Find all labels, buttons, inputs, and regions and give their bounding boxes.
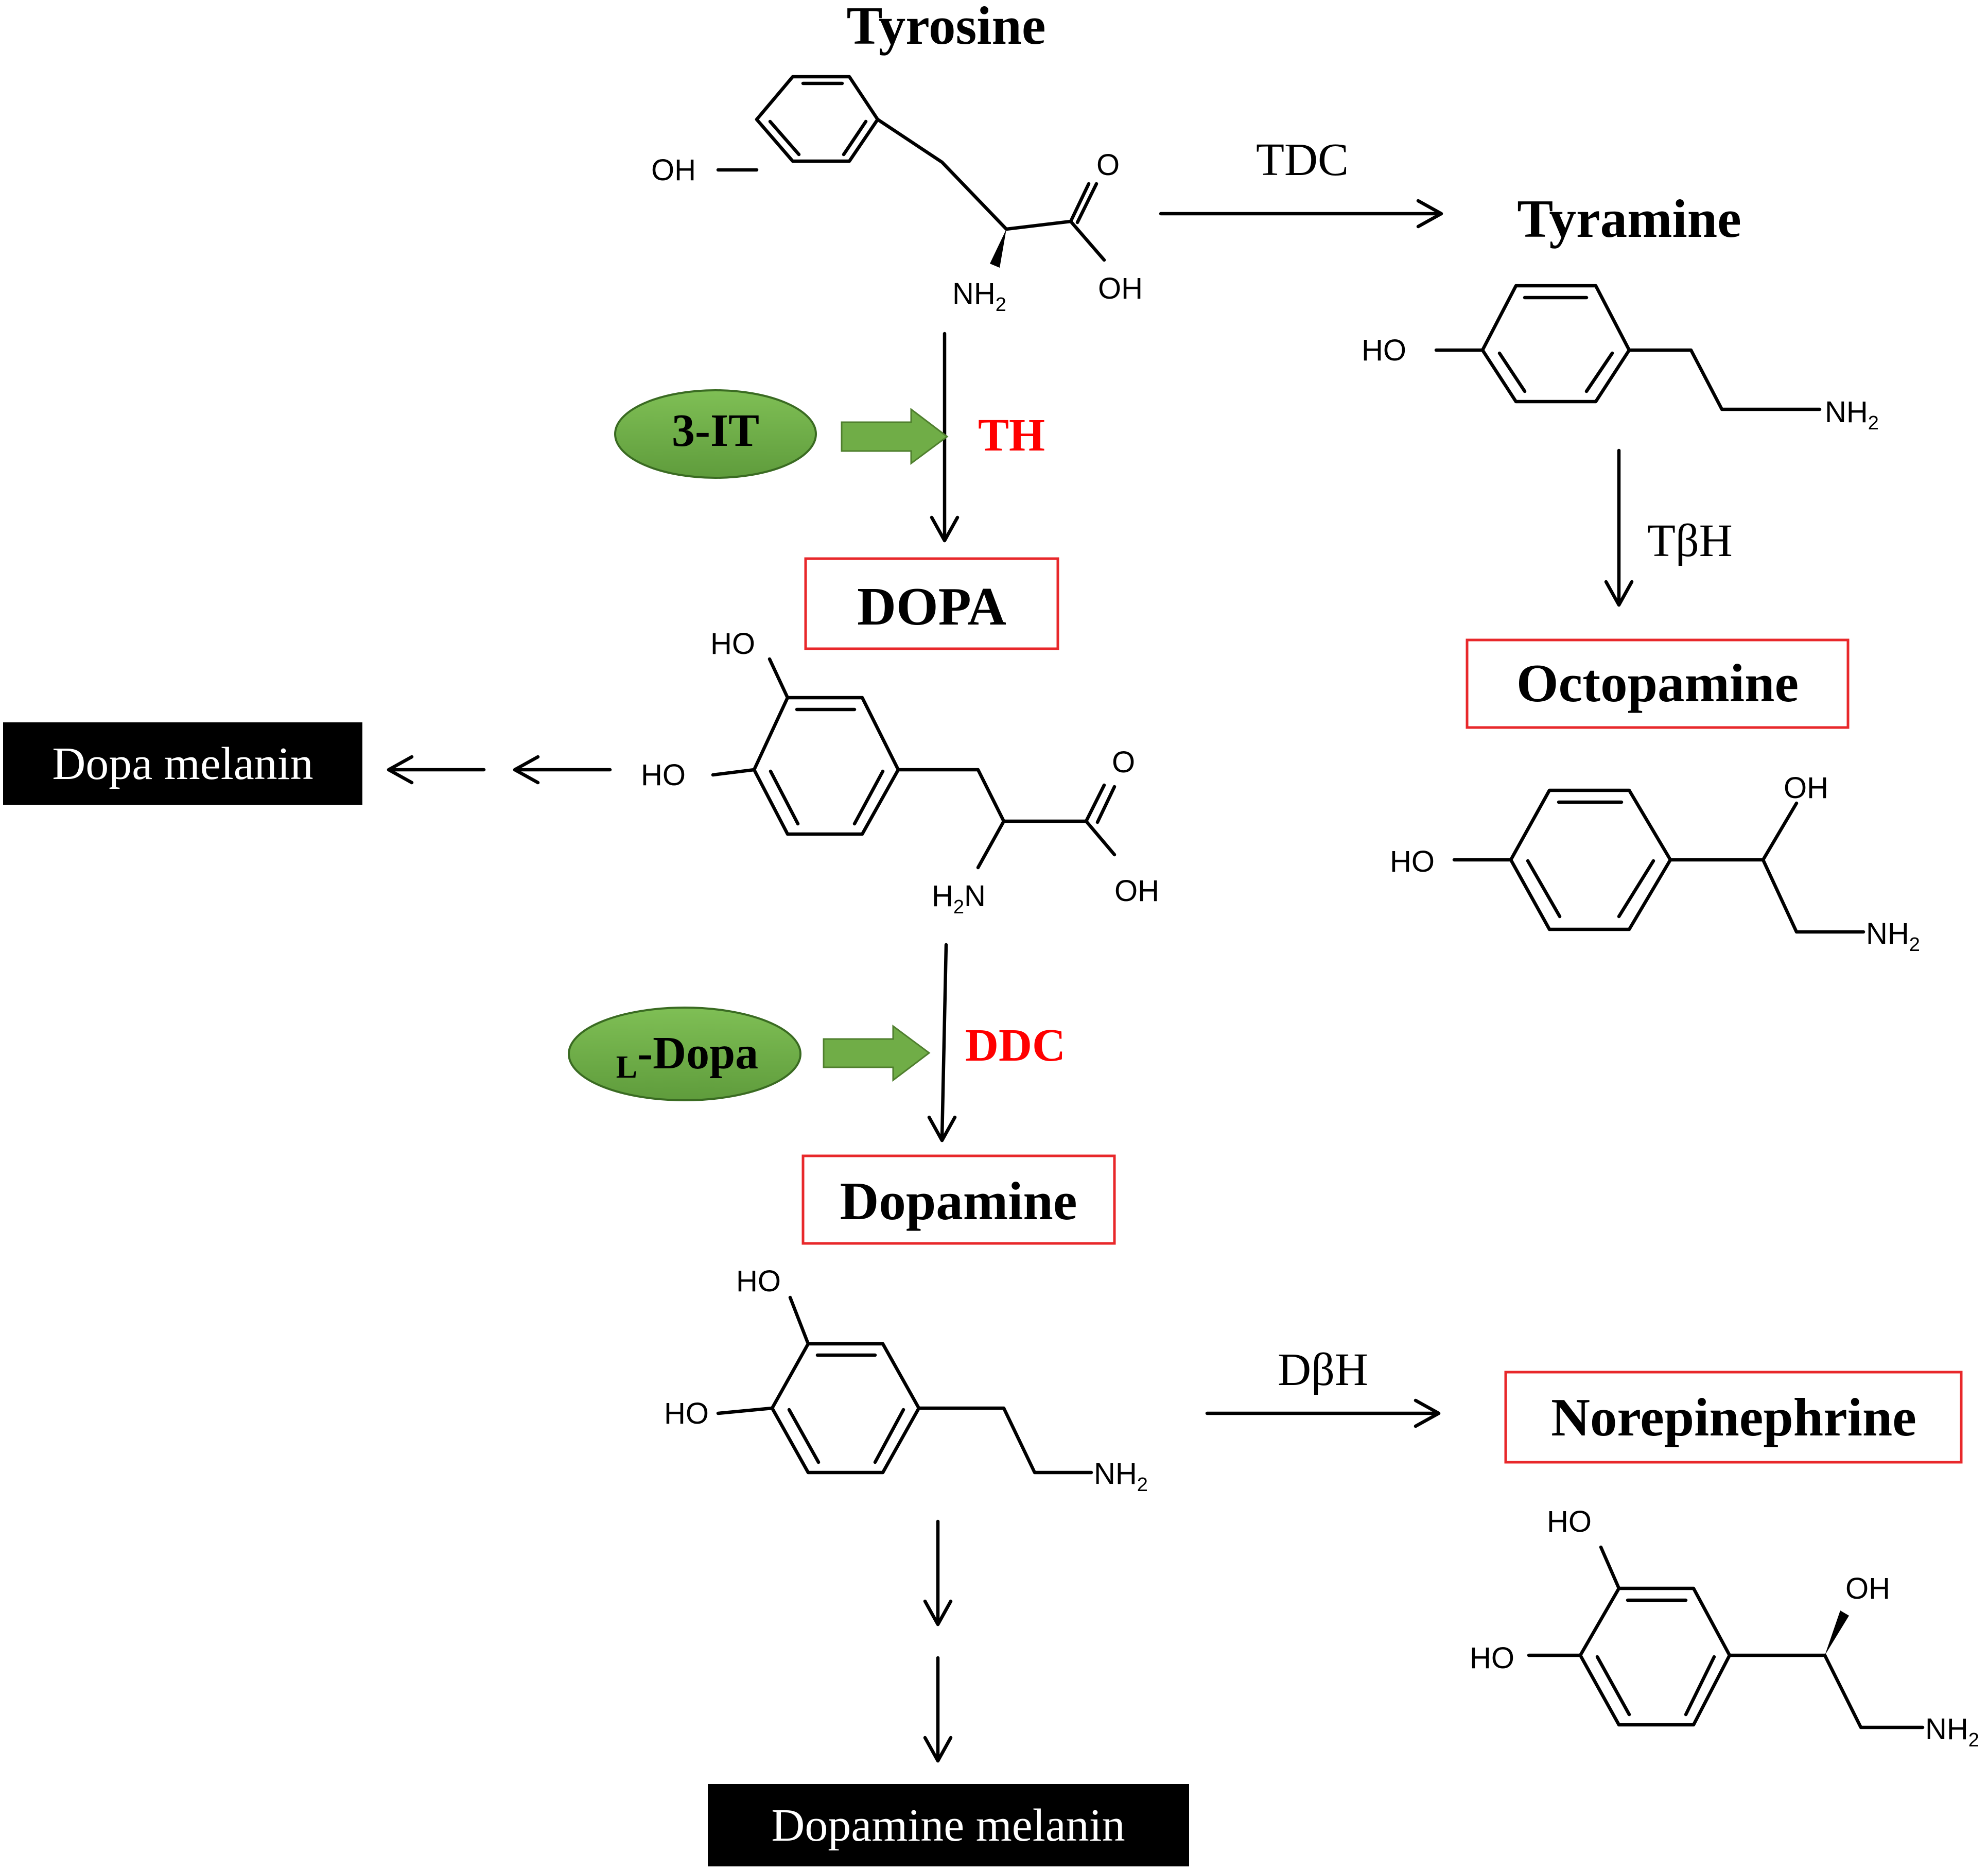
dopa-title: DOPA: [857, 576, 1006, 636]
three-it-ellipse: [614, 389, 817, 479]
dopamine-ho-left: HO: [664, 1397, 709, 1430]
octopamine-title: Octopamine: [1516, 653, 1799, 713]
dopamine-title: Dopamine: [840, 1171, 1077, 1231]
dopa-ho-top: HO: [710, 627, 755, 661]
norepinephrine-ho-left: HO: [1470, 1641, 1514, 1675]
tyramine-structure: HO NH2: [1362, 284, 1879, 434]
octopamine-ho: HO: [1390, 845, 1435, 878]
dopamine-structure: HO HO NH2: [664, 1265, 1148, 1496]
norepinephrine-box: [1504, 1371, 1963, 1464]
dopa-acid-oh: OH: [1114, 874, 1159, 908]
ldopa-green-arrow: [823, 1025, 931, 1082]
dopamine-melanin-box: [708, 1784, 1189, 1866]
tyrosine-oh: OH: [651, 153, 696, 187]
tyramine-nh: NH2: [1825, 395, 1879, 434]
dopa-melanin-box: [3, 722, 362, 805]
dbh-label: DβH: [1278, 1344, 1368, 1395]
tyrosine-nh: NH2: [952, 277, 1006, 316]
dopa-carbonyl-o: O: [1112, 746, 1135, 779]
tyrosine-title: Tyrosine: [847, 0, 1046, 56]
tyrosine-structure: OH O OH NH2: [651, 75, 1143, 316]
ddc-label: DDC: [965, 1020, 1066, 1071]
tdc-label: TDC: [1256, 134, 1349, 185]
th-label: TH: [978, 410, 1045, 461]
tbh-label: TβH: [1647, 515, 1733, 566]
dopamine-nh: NH2: [1094, 1457, 1148, 1496]
dopamine-box: [801, 1154, 1116, 1245]
norepinephrine-nh: NH2: [1925, 1712, 1979, 1751]
dopa-ho-left: HO: [641, 758, 686, 792]
ldopa-ellipse: [568, 1007, 801, 1101]
ddc-arrow: [940, 943, 948, 1140]
norepinephrine-title: Norepinephrine: [1551, 1387, 1916, 1447]
ldopa-label: L-Dopa: [616, 1028, 758, 1085]
dopamine-melanin-label: Dopamine melanin: [771, 1800, 1125, 1851]
tyrosine-carbonyl-o: O: [1096, 148, 1120, 182]
dopa-melanin-label: Dopa melanin: [52, 738, 313, 789]
dopa-box: [804, 557, 1059, 650]
octopamine-box: [1466, 638, 1850, 729]
tyramine-title: Tyramine: [1517, 188, 1741, 249]
tyrosine-acid-oh: OH: [1098, 272, 1143, 305]
dopa-h2n: H2N: [932, 879, 986, 918]
three-it-label: 3-IT: [672, 405, 759, 456]
three-it-green-arrow: [841, 407, 949, 465]
norepinephrine-ho-top: HO: [1547, 1505, 1592, 1538]
norepinephrine-structure: HO HO OH NH2: [1470, 1505, 1979, 1751]
octopamine-nh: NH2: [1866, 917, 1920, 956]
octopamine-structure: HO OH NH2: [1390, 771, 1920, 956]
norepinephrine-oh: OH: [1845, 1572, 1890, 1605]
tyramine-ho: HO: [1362, 334, 1406, 367]
octopamine-oh: OH: [1784, 771, 1828, 805]
dopamine-ho-top: HO: [736, 1265, 781, 1298]
dopa-structure: HO HO O OH H2N: [641, 627, 1159, 918]
